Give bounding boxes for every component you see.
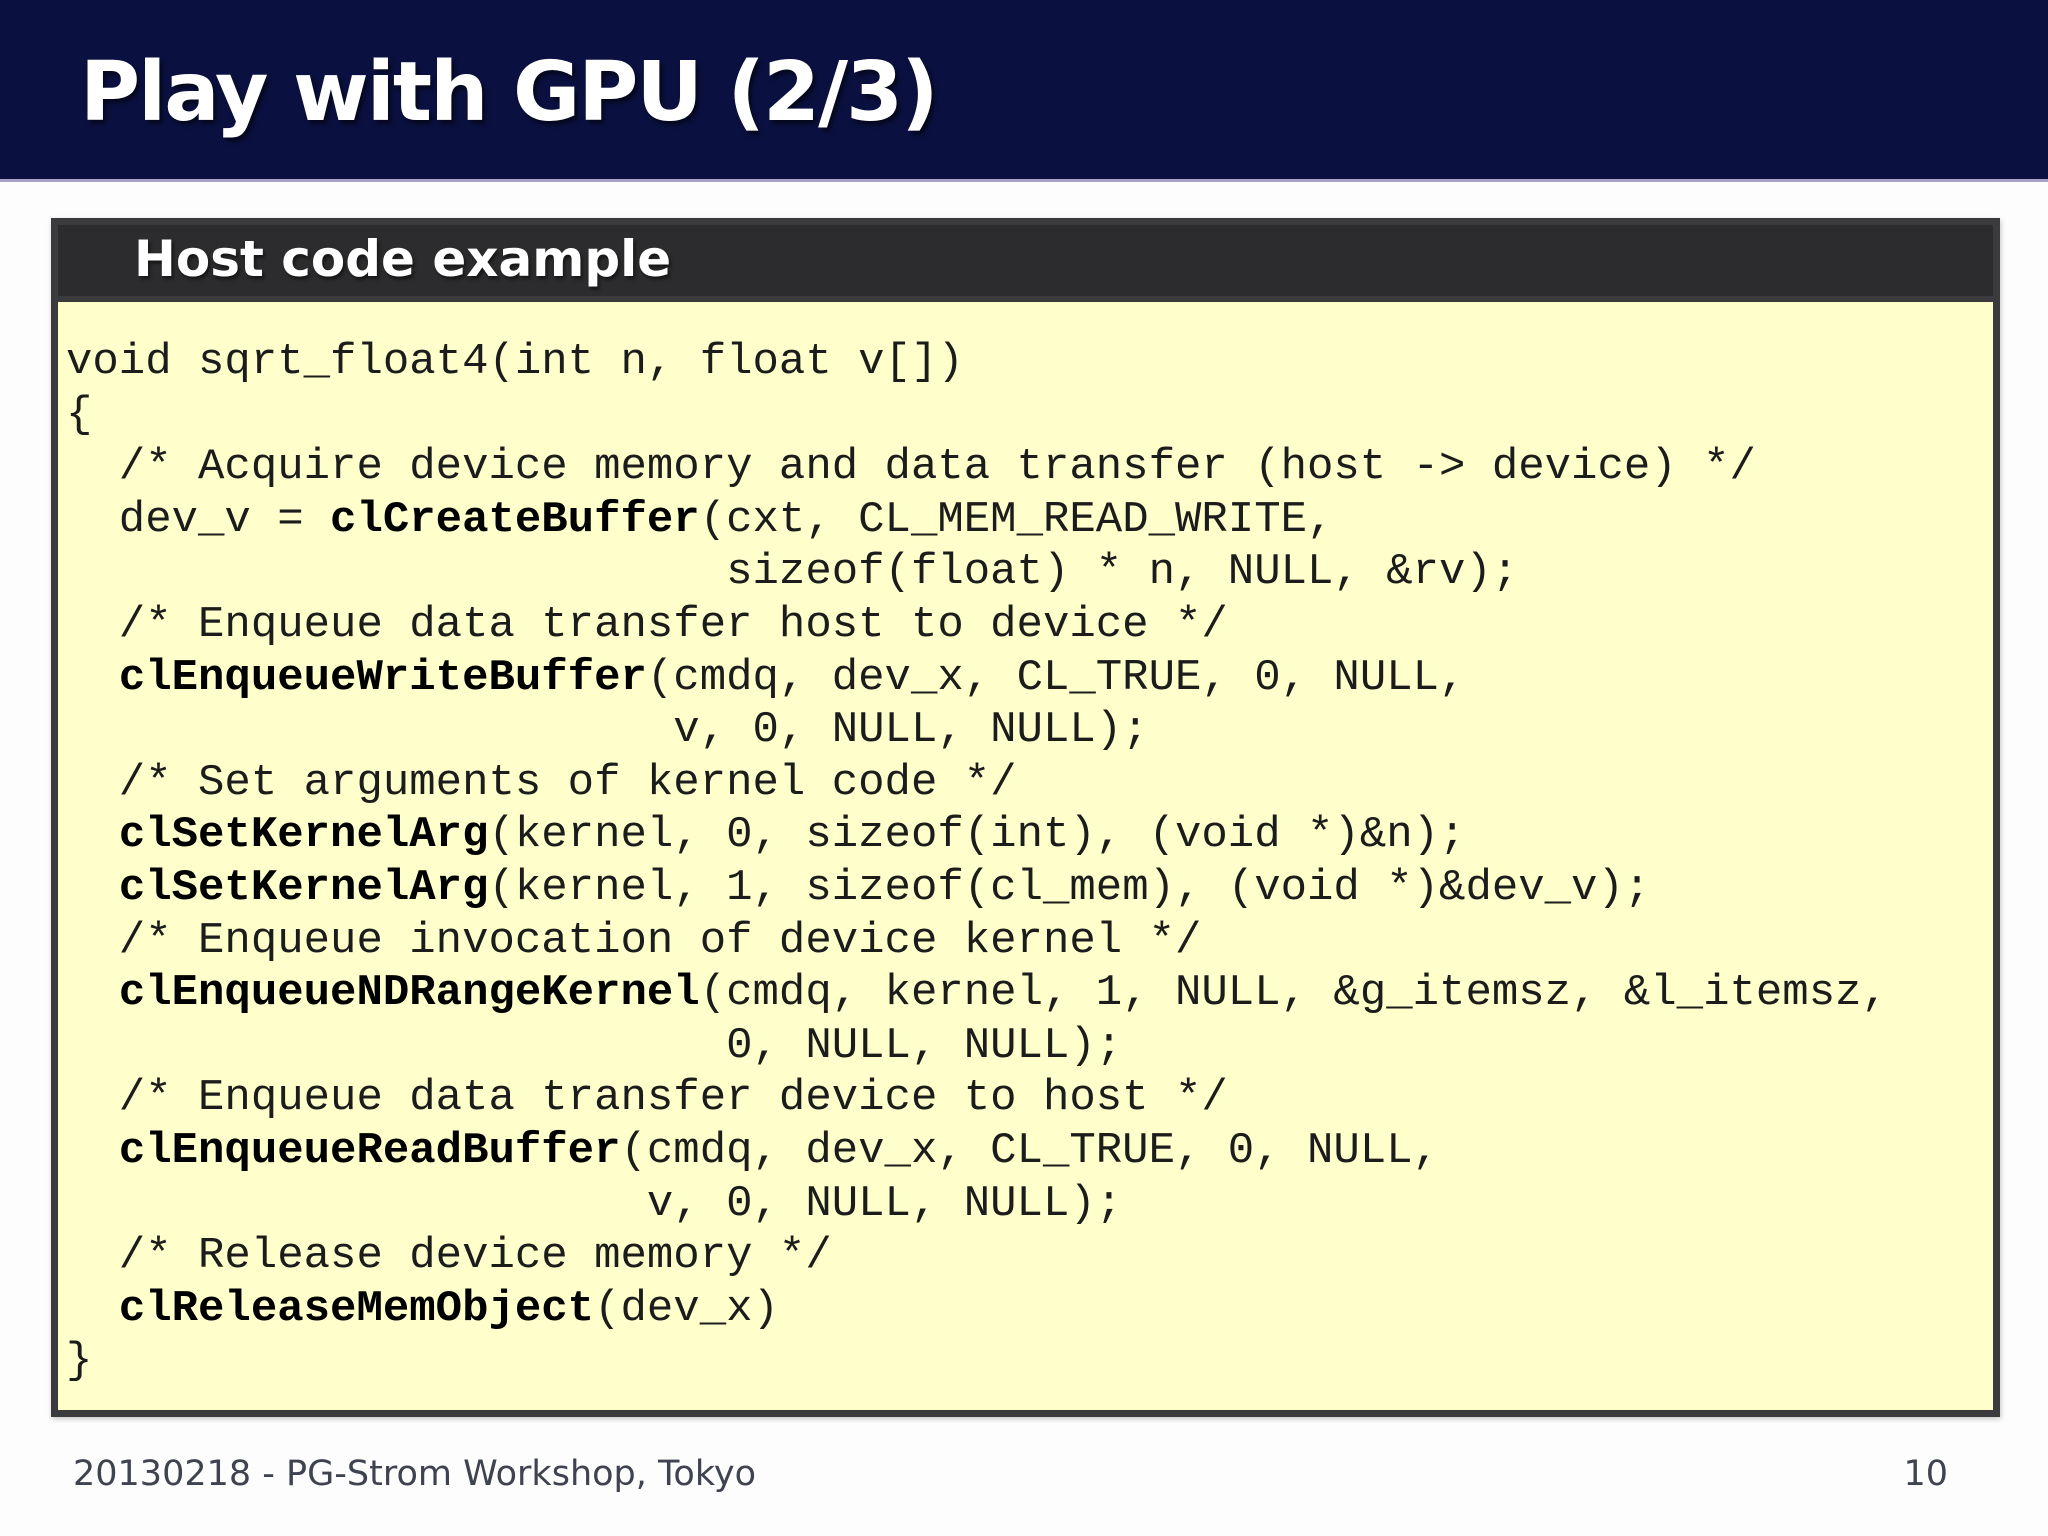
code-line: { (66, 389, 93, 440)
code-example-panel: Host code example void sqrt_float4(int n… (51, 218, 2000, 1417)
code-line: clEnqueueNDRangeKernel(cmdq, kernel, 1, … (118, 968, 1888, 1019)
footer-page-number: 10 (1903, 1454, 1948, 1494)
code-line: v, 0, NULL, NULL); (66, 705, 1149, 756)
code-block: void sqrt_float4(int n, float v[]){ /* A… (58, 302, 1993, 1388)
footer-workshop-label: 20130218 - PG-Strom Workshop, Tokyo (73, 1454, 756, 1494)
code-line: /* Enqueue data transfer device to host … (66, 1073, 1228, 1124)
code-line: 0, NULL, NULL); (66, 1020, 1123, 1071)
code-line: /* Enqueue invocation of device kernel *… (66, 915, 1202, 966)
slide-title: Play with GPU (2/3) (80, 45, 939, 140)
code-line: sizeof(float) * n, NULL, &rv); (66, 547, 1519, 598)
code-line: /* Enqueue data transfer host to device … (66, 599, 1228, 650)
code-line: /* Release device memory */ (66, 1231, 832, 1282)
code-line: dev_v = clCreateBuffer(cxt, CL_MEM_READ_… (66, 494, 1334, 545)
code-panel-title: Host code example (134, 229, 672, 288)
code-panel-header: Host code example (58, 225, 1993, 302)
code-line: clEnqueueReadBuffer(cmdq, dev_x, CL_TRUE… (118, 1125, 1440, 1176)
code-line: v, 0, NULL, NULL); (66, 1178, 1123, 1229)
code-line: clSetKernelArg(kernel, 0, sizeof(int), (… (118, 810, 1466, 861)
code-line: clEnqueueWriteBuffer(cmdq, dev_x, CL_TRU… (118, 652, 1466, 703)
code-line: } (66, 1336, 93, 1387)
code-line: clSetKernelArg(kernel, 1, sizeof(cl_mem)… (118, 862, 1651, 913)
slide-title-bar: Play with GPU (2/3) (0, 0, 2048, 182)
code-line: /* Set arguments of kernel code */ (66, 757, 1017, 808)
code-line: /* Acquire device memory and data transf… (66, 442, 1756, 493)
code-line: void sqrt_float4(int n, float v[]) (66, 337, 964, 387)
code-line: clReleaseMemObject(dev_x) (118, 1283, 779, 1334)
